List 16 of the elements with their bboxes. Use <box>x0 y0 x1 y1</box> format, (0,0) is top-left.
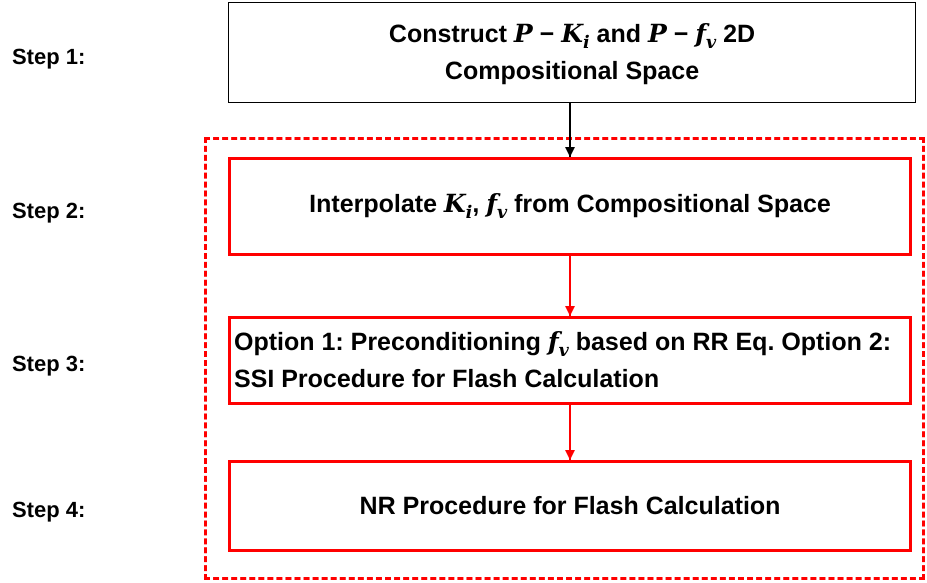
process-box <box>228 460 912 552</box>
step-label: Step 4: <box>12 497 86 523</box>
arrow <box>565 256 575 316</box>
box-text: Construct P − K$_{i}$ and P − f$_{v}$ 2D Compositional Space <box>388 18 756 87</box>
box-text: Interpolate K$_{i}$, f$_{v}$ from Compositional Space <box>309 188 831 225</box>
dashed-group-frame <box>204 137 925 580</box>
step-label: Step 2: <box>12 198 86 224</box>
process-box <box>228 316 912 405</box>
arrow <box>565 103 575 157</box>
step-label: Step 1: <box>12 44 86 70</box>
arrow <box>565 405 575 460</box>
box-text: Option 1: Preconditioning f$_{v}$ based on RR Eq. Option 2: SSI Procedure for Flash Calculation <box>234 326 892 395</box>
step-label: Step 3: <box>12 351 86 377</box>
box-text: NR Procedure for Flash Calculation <box>360 490 780 522</box>
process-box <box>228 157 912 256</box>
process-box <box>228 2 916 103</box>
